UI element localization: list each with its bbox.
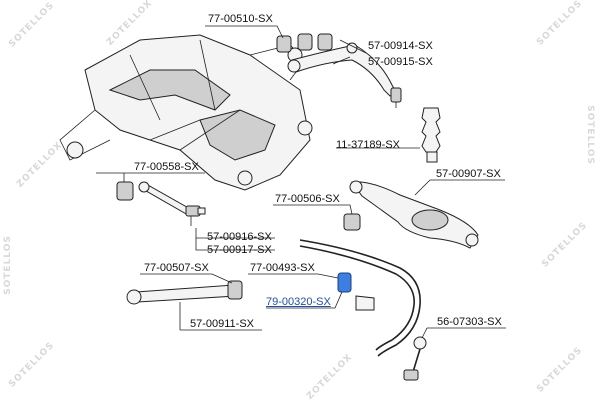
- part-label-77-00507[interactable]: 77-00507-SX: [144, 262, 209, 274]
- bump-stop-11-37189: [421, 107, 441, 163]
- part-label-57-00917[interactable]: 57-00917-SX: [207, 244, 272, 256]
- part-label-77-00493[interactable]: 77-00493-SX: [250, 262, 315, 274]
- leader-lines: [96, 25, 506, 339]
- subframe-crossmember: [59, 34, 313, 191]
- part-label-77-00510[interactable]: 77-00510-SX: [208, 13, 273, 25]
- watermark-side-left: SOTELLOS: [2, 235, 13, 295]
- lower-control-arm: [349, 180, 479, 249]
- part-label-57-00916[interactable]: 57-00916-SX: [207, 231, 272, 243]
- part-label-77-00506[interactable]: 77-00506-SX: [275, 193, 340, 205]
- bushing-00558: [116, 181, 134, 201]
- part-label-56-07303[interactable]: 56-07303-SX: [437, 316, 502, 328]
- watermark-side-right: SOTELLOS: [584, 105, 595, 165]
- part-label-57-00914[interactable]: 57-00914-SX: [368, 40, 433, 52]
- part-label-77-00558[interactable]: 77-00558-SX: [134, 161, 199, 173]
- stabilizer-bushing-79-00320: [337, 272, 375, 311]
- bushing-pair-00510: [276, 33, 333, 53]
- trailing-link: [138, 181, 206, 226]
- lower-rod: [126, 280, 243, 305]
- stabilizer-bar: [299, 239, 421, 357]
- bushing-00506: [343, 213, 361, 231]
- part-label-79-00320[interactable]: 79-00320-SX: [266, 296, 331, 308]
- upper-control-arm: [287, 42, 402, 108]
- stabilizer-link: [403, 336, 427, 381]
- part-label-57-00911[interactable]: 57-00911-SX: [190, 318, 255, 330]
- part-label-57-00915[interactable]: 57-00915-SX: [368, 56, 433, 68]
- part-label-57-00907[interactable]: 57-00907-SX: [436, 168, 501, 180]
- part-label-11-37189[interactable]: 11-37189-SX: [336, 139, 401, 151]
